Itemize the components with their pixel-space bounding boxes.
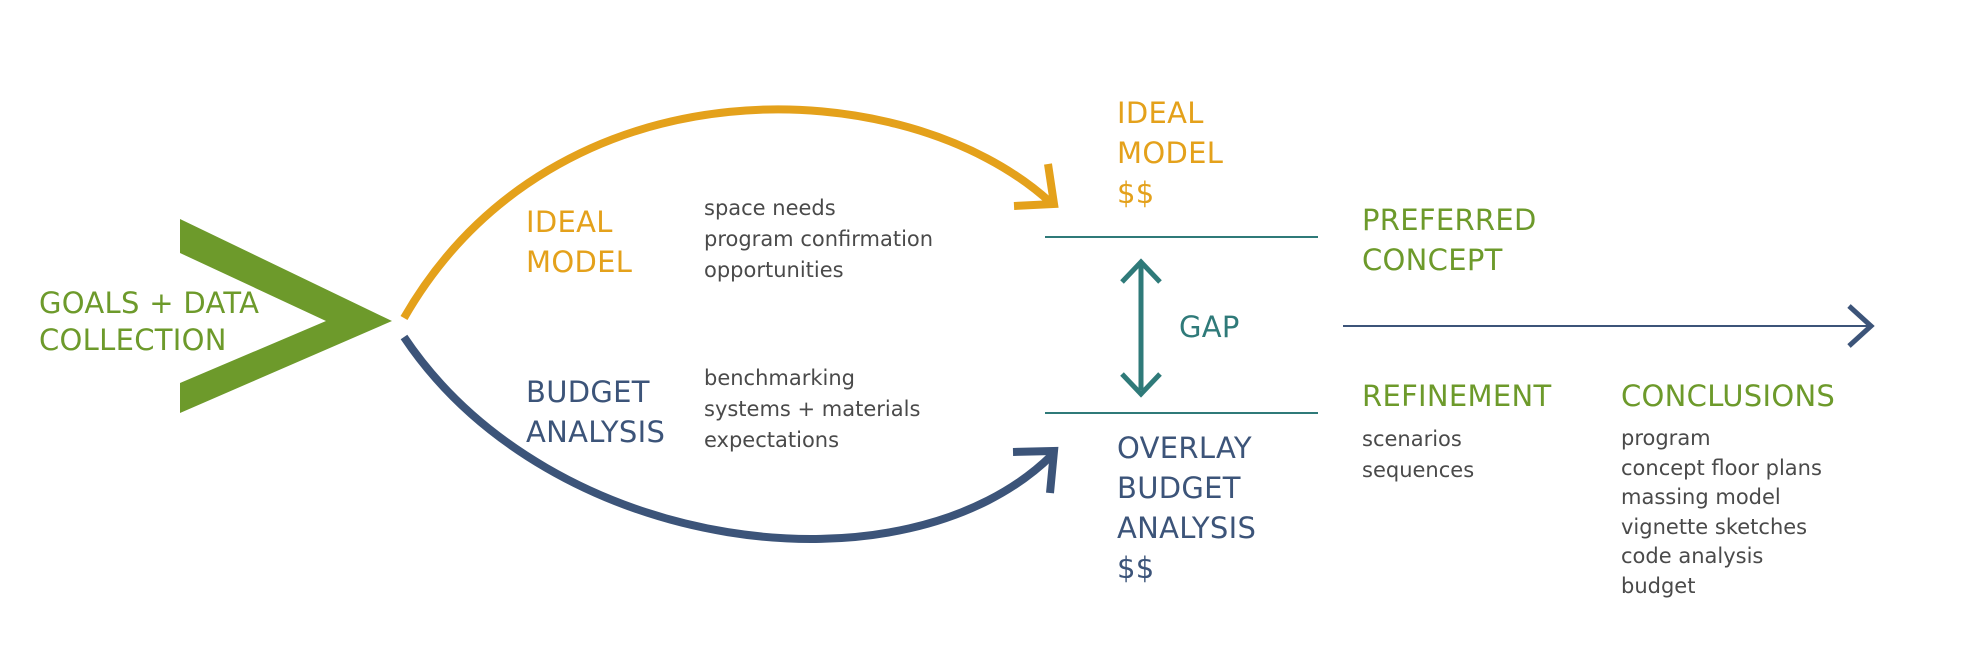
goals-label-line2: COLLECTION — [39, 323, 227, 357]
gap-arrow-bottom-head — [1120, 372, 1162, 398]
overlay-line3: ANALYSIS — [1117, 511, 1257, 545]
overlay-budget-result: OVERLAY BUDGET ANALYSIS $$ — [1117, 428, 1256, 588]
ideal-item: space needs — [704, 196, 836, 220]
preferred-line1: PREFERRED — [1362, 203, 1537, 237]
ideal-result-line2: MODEL — [1117, 136, 1224, 170]
budget-item: expectations — [704, 428, 840, 452]
ideal-branch-items: space needs program confirmation opportu… — [704, 193, 933, 286]
ideal-item: opportunities — [704, 258, 844, 282]
gap-label: GAP — [1179, 310, 1240, 344]
refinement-items: scenarios sequences — [1362, 424, 1474, 486]
overlay-cost: $$ — [1117, 551, 1155, 585]
ideal-result-cost: $$ — [1117, 176, 1155, 210]
ideal-item: program confirmation — [704, 227, 934, 251]
preferred-line2: CONCEPT — [1362, 243, 1503, 277]
ideal-branch-title-line2: MODEL — [526, 245, 633, 279]
budget-branch-title-line2: ANALYSIS — [526, 415, 666, 449]
ideal-arc-arrowhead — [1013, 163, 1059, 210]
budget-branch-title: BUDGET ANALYSIS — [526, 372, 665, 452]
conclusion-item: massing model — [1621, 485, 1781, 509]
conclusion-item: vignette sketches — [1621, 514, 1808, 539]
outcome-arrow-head — [1847, 304, 1875, 348]
ideal-branch-title-line1: IDEAL — [526, 205, 613, 239]
refinement-item: scenarios — [1362, 427, 1462, 451]
gap-arrow-top-head — [1120, 258, 1162, 284]
ideal-result-line1: IDEAL — [1117, 96, 1204, 130]
ideal-model-result: IDEAL MODEL $$ — [1117, 93, 1223, 213]
conclusion-item: concept floor plans — [1621, 455, 1822, 480]
goals-label: GOALS + DATA COLLECTION — [39, 285, 259, 359]
conclusions-title: CONCLUSIONS — [1621, 379, 1836, 413]
conclusion-item: budget — [1621, 573, 1696, 598]
ideal-arc — [400, 105, 1053, 320]
goals-chevron-shape — [180, 219, 392, 413]
overlay-line2: BUDGET — [1117, 471, 1241, 505]
budget-branch-items: benchmarking systems + materials expecta… — [704, 363, 920, 456]
goals-label-line1: GOALS + DATA — [39, 286, 260, 320]
preferred-concept-label: PREFERRED CONCEPT — [1362, 200, 1537, 280]
overlay-line1: OVERLAY — [1117, 431, 1252, 465]
refinement-title: REFINEMENT — [1362, 379, 1552, 413]
refinement-item: sequences — [1362, 458, 1475, 482]
budget-branch-title-line1: BUDGET — [526, 375, 650, 409]
conclusion-item: code analysis — [1621, 544, 1764, 568]
budget-arc-arrowhead — [1012, 446, 1059, 494]
conclusion-item: program — [1621, 426, 1711, 450]
budget-arc — [400, 334, 1055, 543]
budget-item: benchmarking — [704, 366, 856, 390]
ideal-branch-title: IDEAL MODEL — [526, 202, 632, 282]
budget-item: systems + materials — [704, 397, 921, 421]
conclusions-items: program concept floor plans massing mode… — [1621, 424, 1822, 601]
